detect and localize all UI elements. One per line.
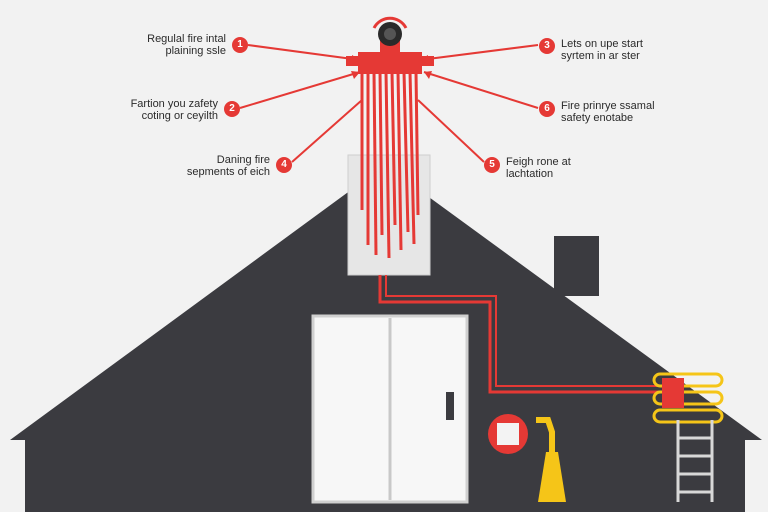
pipe-line-1 [378,275,660,394]
callout-2-text: Fartion you zafety coting or ceyilth [96,98,218,122]
callout-6-badge: 6 [539,101,555,117]
callout-5-line2: lachtation [506,168,554,180]
spray-streams [360,71,420,259]
callout-2-badge: 2 [224,101,240,117]
callout-4-text: Daning fire sepments of eich [160,154,270,178]
chimney [554,236,599,296]
pipe-line-2 [385,275,660,387]
callout-3-text: Lets on upe start syrtem in ar ster [561,38,711,62]
extinguisher-nozzle-icon [536,417,566,502]
ladder-icon [676,420,714,502]
callout-1-badge: 1 [232,37,248,53]
sprinkler-head-icon [346,16,434,74]
callout-4-line1: Daning fire [216,154,270,166]
callout-4-badge: 4 [276,157,292,173]
fire-alarm-pull-box-icon[interactable] [488,414,528,454]
callout-2-line2: coting or ceyilth [141,110,218,122]
callout-2-line1: Fartion you zafety [130,98,218,110]
callout-6-line2: safety enotabe [561,112,634,124]
callout-3-line1: Lets on upe start [561,38,643,50]
callout-5-line1: Feigh rone at [506,156,571,168]
door-handle[interactable] [446,392,454,420]
callout-5-text: Feigh rone at lachtation [506,156,646,180]
callout-arrows [351,55,432,79]
callout-5-badge: 5 [484,157,500,173]
callout-1-line1: Regulal fire intal [147,33,226,45]
callout-3-badge: 3 [539,38,555,54]
callout-6-text: Fire prinrye ssamal safety enotabe [561,100,721,124]
callout-lines [239,44,539,163]
heating-coil-icon[interactable] [652,372,724,424]
callout-1-line2: plaining ssle [165,45,226,57]
callout-1-text: Regulal fire intal plaining ssle [100,33,226,57]
callout-4-line2: sepments of eich [186,166,270,178]
callout-3-line2: syrtem in ar ster [561,50,640,62]
callout-6-line1: Fire prinrye ssamal [561,100,655,112]
